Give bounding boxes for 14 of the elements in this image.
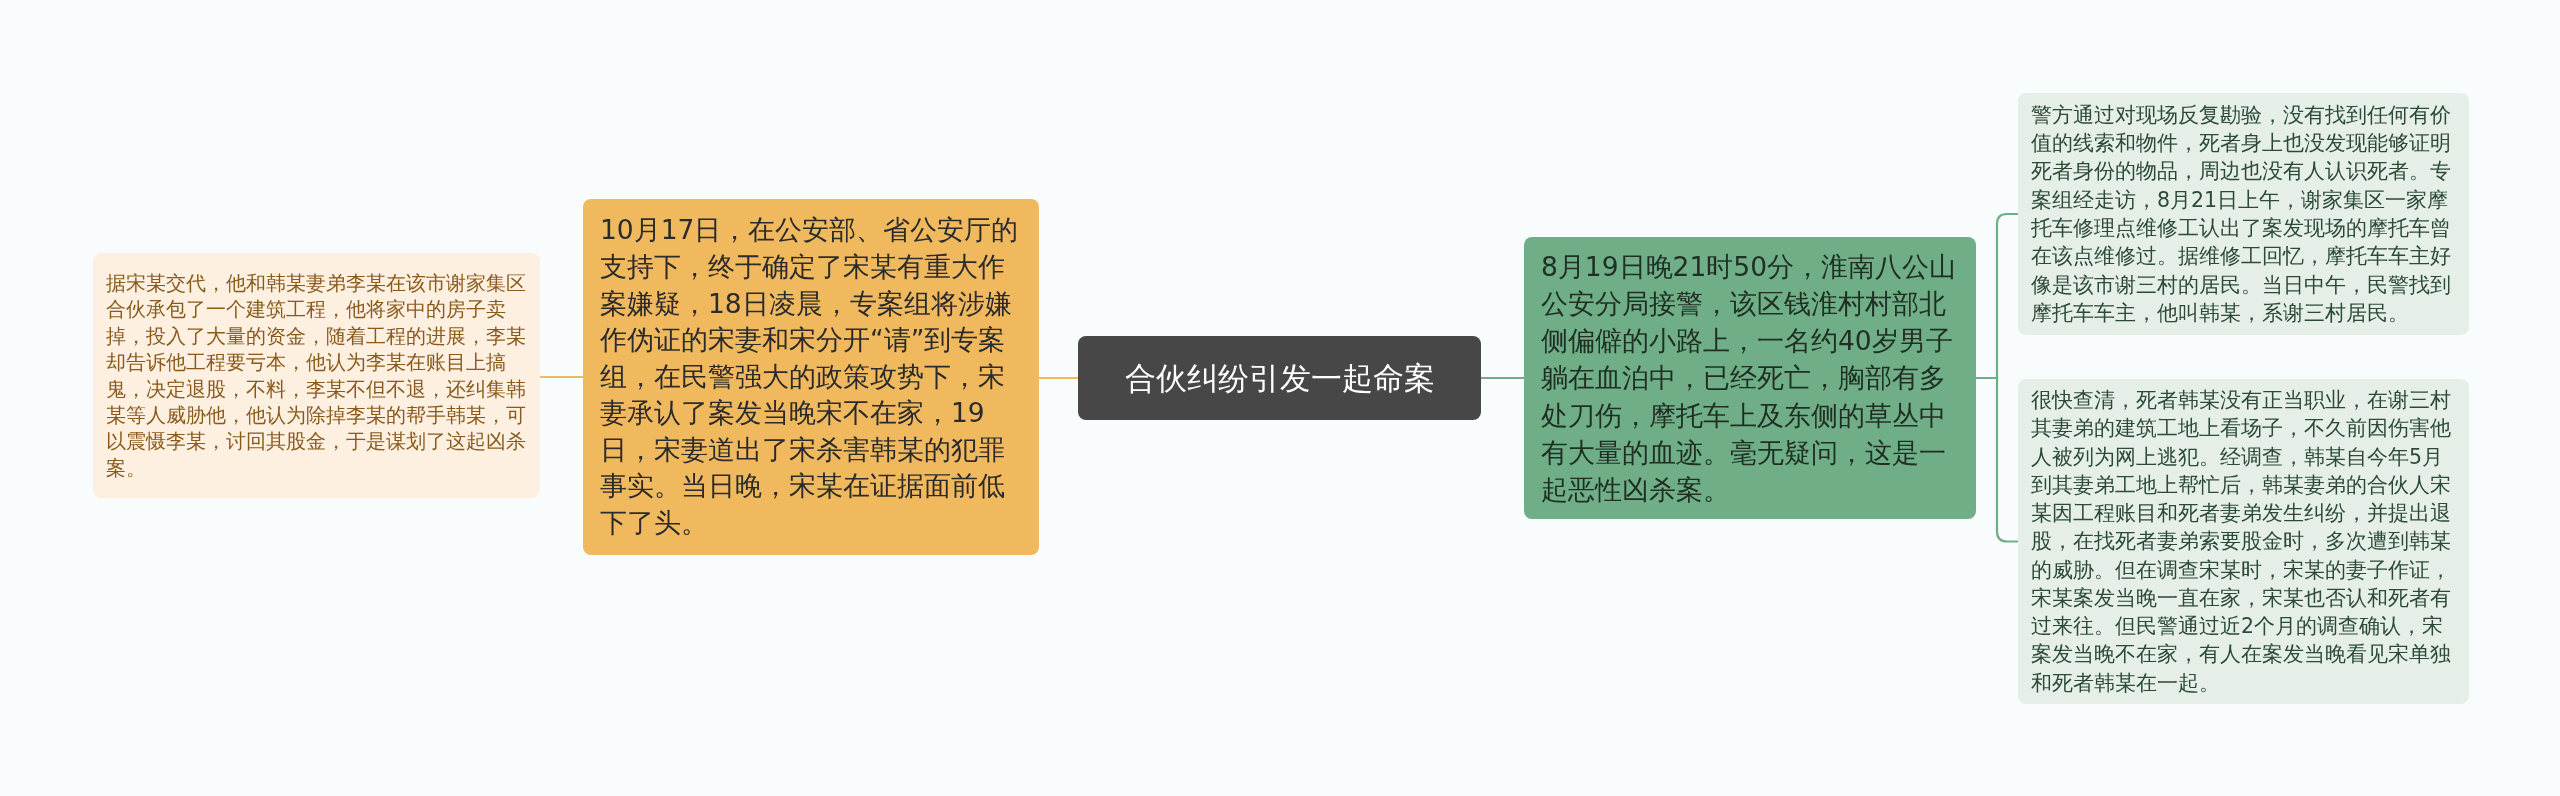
connector-line — [540, 375, 583, 379]
branch-box — [1524, 237, 1976, 519]
topic-title: 合伙纠纷引发一起命案 — [1123, 358, 1436, 398]
paragraph-text: 8月19日晚21时50分，淮南八公山公安分局接警，该区钱淮村村部北侧偏僻的小路上，一名约40岁男子躺在血泊中，已经死亡，胸部有多处刀伤，摩托车上及东侧的草丛中有大量的血迹。毫无疑问，这是一起恶性凶杀案。 — [1541, 250, 1958, 507]
connector-line — [1976, 376, 2018, 543]
paragraph-text: 警方通过对现场反复勘验，没有找到任何有价值的线索和物件，死者身上也没发现能够证明死者身份的物品，周边也没有人认识死者。专案组经走访，8月21日上午，谢家集区一家摩托车修理点维修工认出了案发现场的摩托车曾在该点维修过。据维修工回忆，摩托车车主好像是该市谢三村的居民。当日中午，民警找到摩托车车主，他叫韩某，系谢三村居民。 — [2031, 101, 2452, 327]
paragraph-text: 很快查清，死者韩某没有正当职业，在谢三村其妻弟的建筑工地上看场子，不久前因伤害他人被列为网上逃犯。经调查，韩某自今年5月到其妻弟工地上帮忙后，韩某妻弟的合伙人宋某因工程账目和死者妻弟发生纠纷，并提出退股，在找死者妻弟索要股金时，多次遭到韩某的威胁。但在调查宋某时，宋某的妻子作证，宋某案发当晚一直在家，宋某也否认和死者有过来往。但民警通过近2个月的调查确认，宋案发当晚不在家，有人在案发当晚看见宋单独和死者韩某在一起。 — [2031, 386, 2452, 697]
connector-line — [1039, 376, 1078, 380]
connector-line — [1481, 376, 1524, 380]
paragraph-text: 据宋某交代，他和韩某妻弟李某在该市谢家集区合伙承包了一个建筑工程，他将家中的房子卖掉，投入了大量的资金，随着工程的进展，李某却告诉他工程要亏本，他认为李某在账目上搞鬼，决定退股，不料，李某不但不退，还纠集韩某等人威胁他，他认为除掉李某的帮手韩某，可以震慑李某，讨回其股金，于是谋划了这起凶杀案。 — [106, 269, 527, 482]
paragraph-text: 10月17日，在公安部、省公安厅的支持下，终于确定了宋某有重大作案嫌疑，18日凌晨，专案组将涉嫌作伪证的宋妻和宋分开“请”到专案组，在民警强大的政策攻势下，宋妻承认了案发当晚宋不在家，19日，宋妻道出了宋杀害韩某的犯罪事实。当日晚，宋某在证据面前低下了头。 — [600, 213, 1020, 540]
central-topic — [1078, 336, 1481, 420]
detail-box — [93, 253, 540, 498]
branch-box — [583, 199, 1039, 555]
